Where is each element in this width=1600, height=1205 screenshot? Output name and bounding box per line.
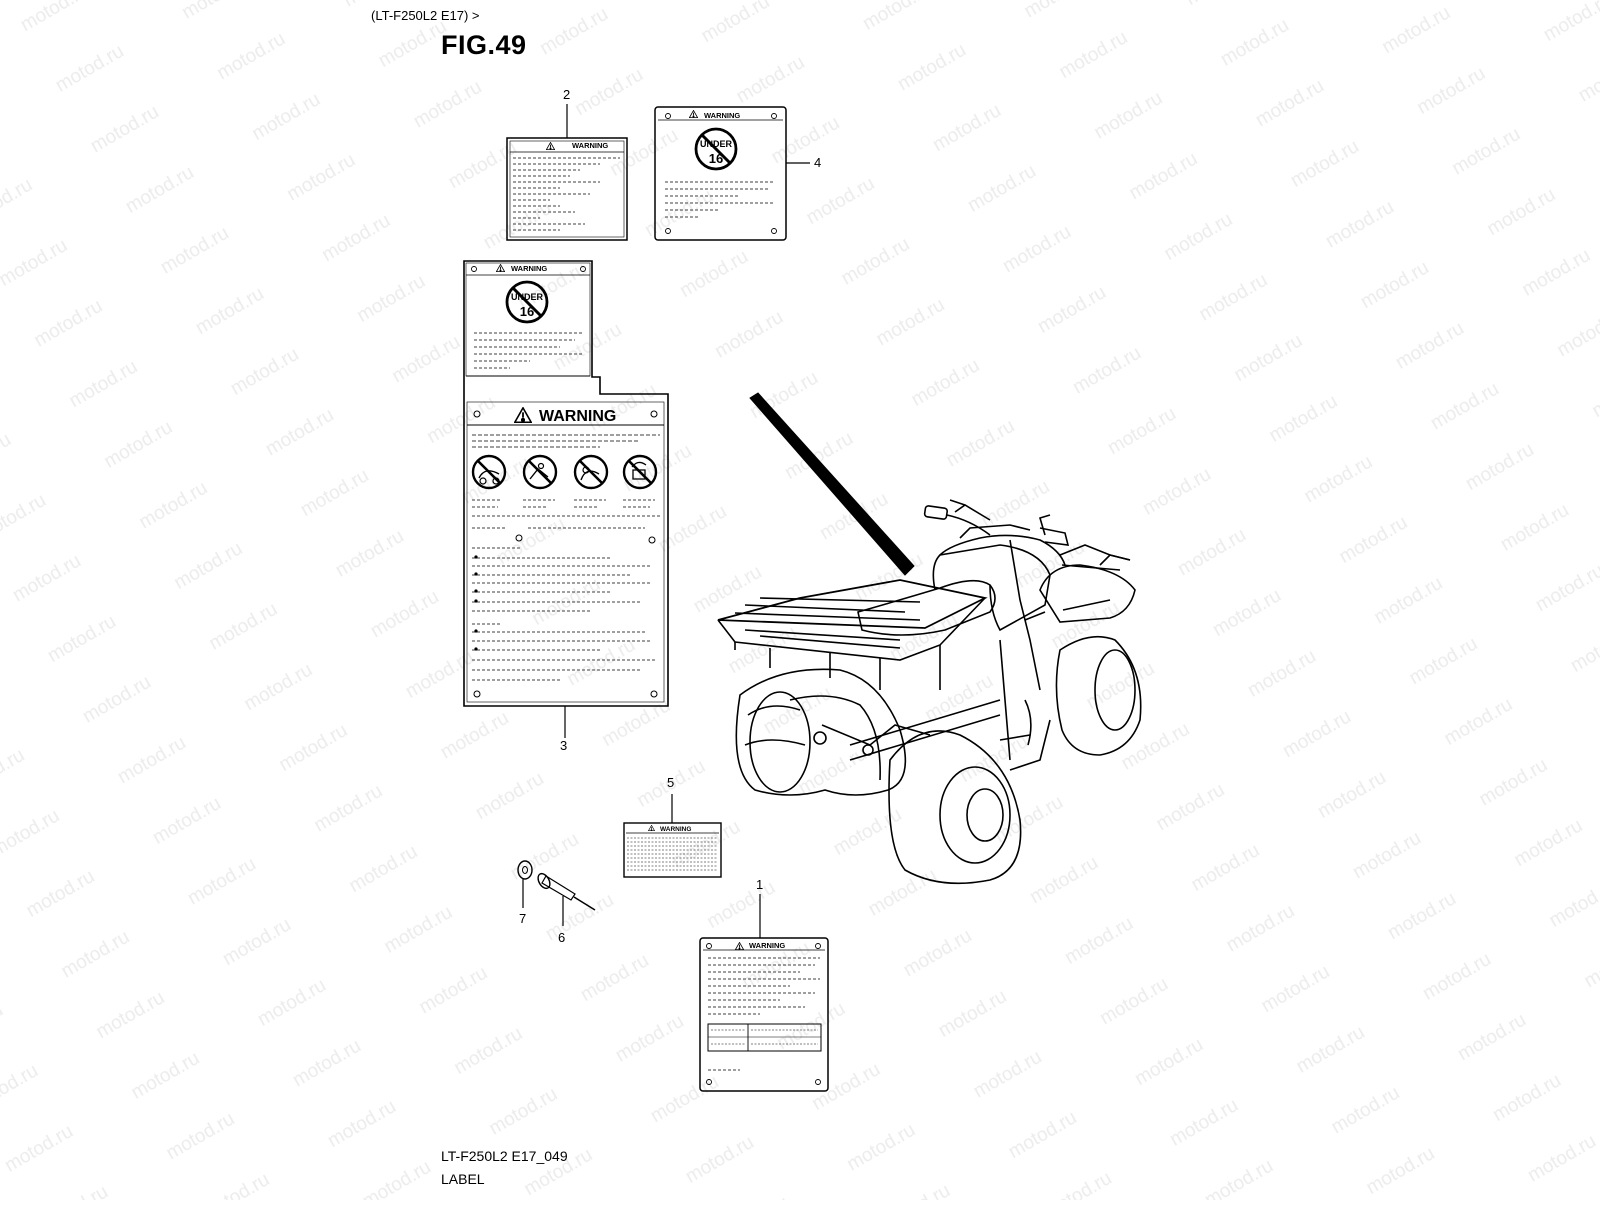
washer-7 [517,860,533,880]
label-3-upper-warning-text: WARNING [511,264,547,273]
callout-7: 7 [519,911,527,926]
rivet-6 [537,872,596,911]
label-3-age-number: 16 [520,304,534,319]
diagram-caption: LABEL [441,1171,485,1187]
model-reference: (LT-F250L2 E17) > [371,8,480,23]
warning-label-3 [463,260,669,707]
label-4-age-number: 16 [709,151,723,166]
callout-5: 5 [667,775,675,790]
figure-title: FIG.49 [441,30,527,60]
label-1-warning-text: WARNING [749,941,785,950]
callout-4: 4 [814,155,822,170]
callout-2: 2 [563,87,571,102]
diagram-code: LT-F250L2 E17_049 [441,1148,568,1164]
label-3-warning-text: WARNING [539,408,616,425]
pictogram-row [471,454,658,490]
pointer-arrow [749,392,915,576]
callout-1: 1 [756,877,764,892]
atv-illustration [717,392,1142,885]
label-2-warning-text: WARNING [572,141,608,150]
label-3-age-word: UNDER [511,292,544,302]
callout-6: 6 [558,930,566,945]
callout-3: 3 [560,738,568,753]
under-16-label-4 [654,106,787,241]
label-4-warning-text: WARNING [704,111,740,120]
warning-label-1 [699,937,829,1092]
label-5-warning-text: WARNING [660,826,691,833]
label-4-age-word: UNDER [700,139,733,149]
